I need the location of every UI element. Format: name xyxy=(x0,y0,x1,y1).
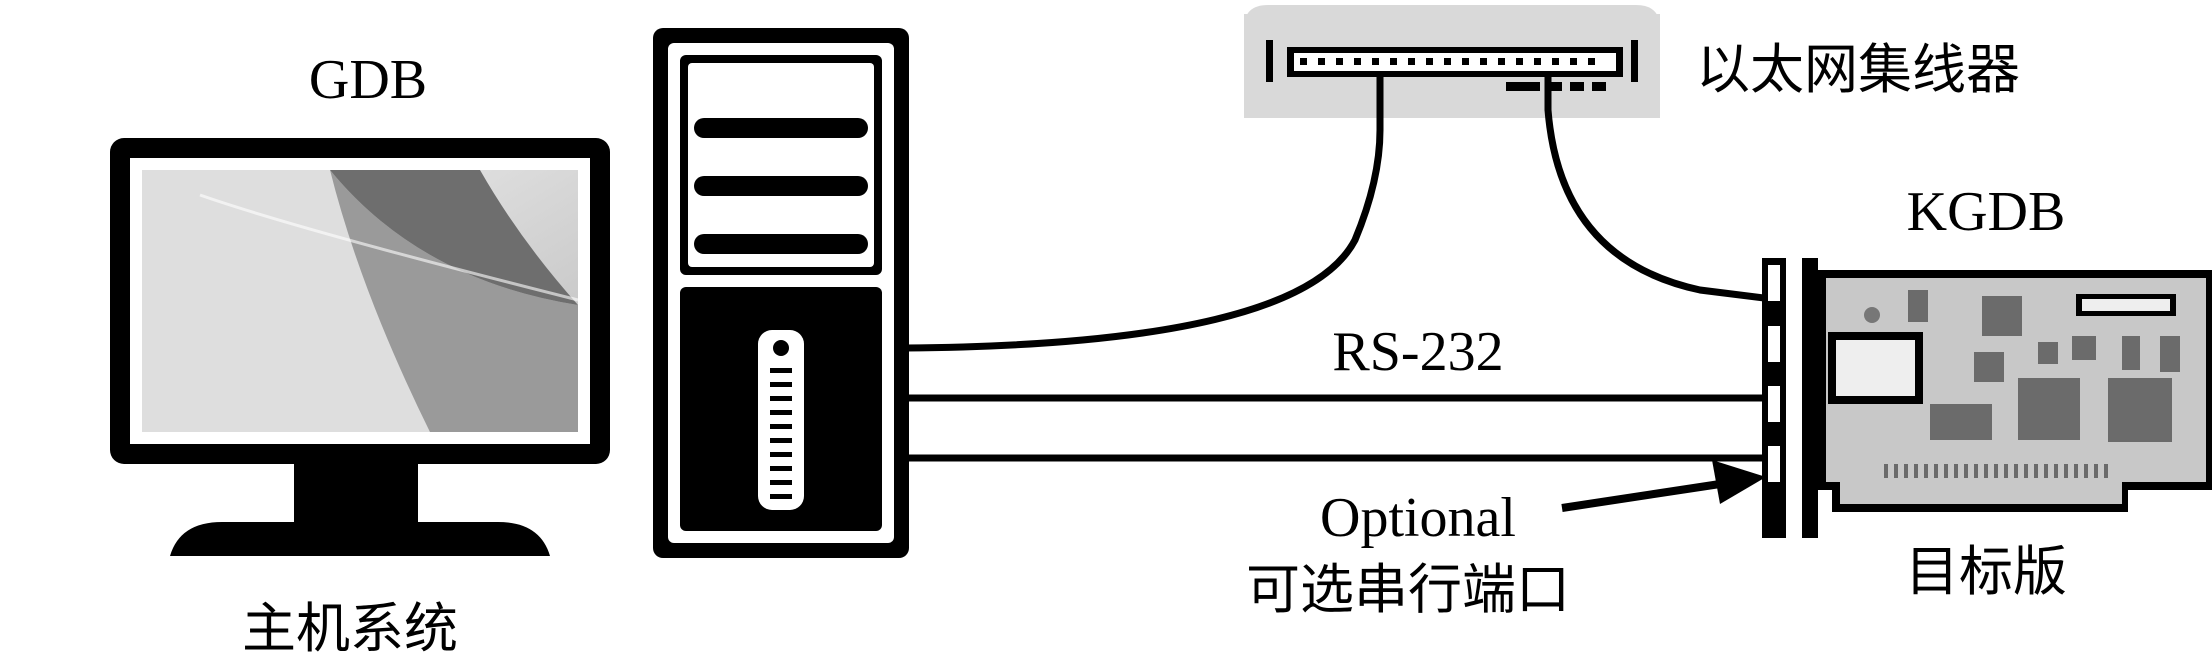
serial-link-label: RS-232 xyxy=(1332,321,1503,383)
target-board-icon xyxy=(1762,258,2212,538)
network-cable-pc-hub xyxy=(904,77,1384,352)
ethernet-hub-icon xyxy=(1244,5,1660,118)
tower-pc-icon xyxy=(653,28,909,558)
hub-label: 以太网集线器 xyxy=(1696,38,2020,101)
target-tool-label: KGDB xyxy=(1907,181,2066,243)
network-cable-hub-board xyxy=(1544,77,1781,304)
host-tool-label: GDB xyxy=(309,49,427,111)
optional-zh-label: 可选串行端口 xyxy=(1246,558,1570,621)
host-system-label: 主机系统 xyxy=(242,597,458,657)
optional-pointer-arrow xyxy=(1561,460,1766,512)
target-board-label: 目标版 xyxy=(1905,540,2067,603)
monitor-icon xyxy=(110,138,610,556)
optional-en-label: Optional xyxy=(1320,487,1516,549)
